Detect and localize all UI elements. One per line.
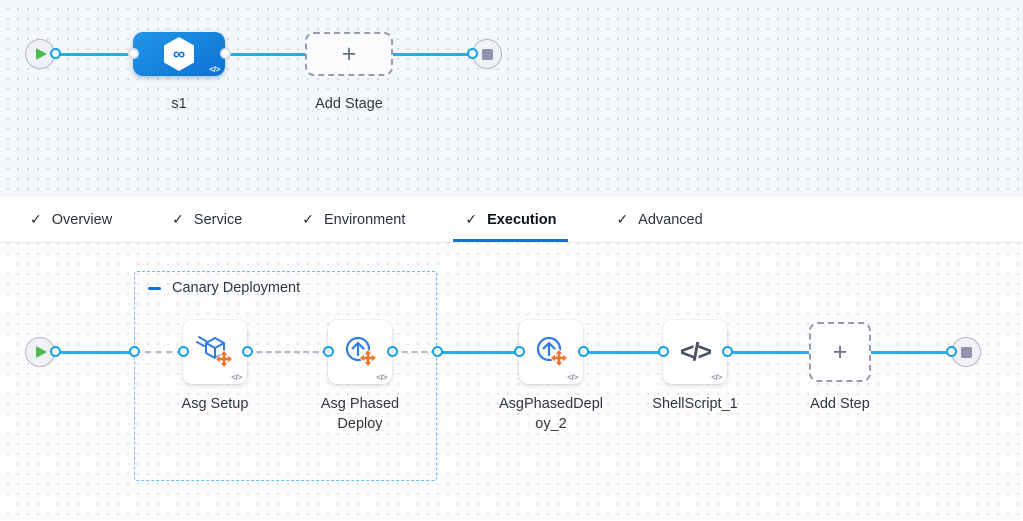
cd-stage-icon: ∞ bbox=[164, 37, 194, 71]
add-step-label: Add Step bbox=[810, 396, 870, 412]
connector-dot bbox=[722, 346, 733, 357]
check-icon: ✓ bbox=[616, 211, 629, 227]
stop-icon bbox=[960, 346, 972, 358]
connector-dot bbox=[467, 48, 478, 59]
add-step-button[interactable]: + bbox=[809, 322, 871, 382]
code-badge-icon[interactable]: </> bbox=[376, 372, 387, 382]
edge bbox=[134, 351, 183, 353]
edge bbox=[55, 351, 134, 354]
shell-script-icon: </> bbox=[679, 337, 712, 366]
edge bbox=[583, 351, 663, 354]
edge bbox=[437, 351, 519, 354]
step-label: Asg Phased Deploy bbox=[320, 396, 400, 432]
play-icon bbox=[36, 48, 47, 60]
step-card-asg-phased-deploy-2[interactable]: </> bbox=[519, 320, 583, 384]
connector-dot bbox=[432, 346, 443, 357]
asg-setup-icon bbox=[196, 336, 233, 368]
tab-label: Environment bbox=[324, 211, 406, 228]
group-label: Canary Deployment bbox=[172, 280, 301, 296]
connector-dot bbox=[946, 346, 957, 357]
tab-bar: ✓ Overview ✓ Service ✓ Environment ✓ Exe… bbox=[0, 197, 1023, 243]
tab-service[interactable]: ✓ Service bbox=[160, 197, 254, 242]
tab-environment[interactable]: ✓ Environment bbox=[290, 197, 417, 242]
connector-dot bbox=[128, 48, 139, 59]
code-badge-icon[interactable]: </> bbox=[711, 372, 722, 382]
edge bbox=[55, 53, 133, 56]
edge bbox=[225, 53, 305, 56]
code-badge-icon[interactable]: </> bbox=[567, 372, 578, 382]
connector-dot bbox=[387, 346, 398, 357]
step-card-asg-setup[interactable]: </> bbox=[183, 320, 247, 384]
stage-node-s1[interactable]: ∞ </> bbox=[133, 32, 225, 76]
execution-canvas: Canary Deployment </> Asg Setup bbox=[0, 243, 1023, 521]
check-icon: ✓ bbox=[30, 211, 42, 227]
plus-icon: + bbox=[832, 337, 848, 366]
check-icon: ✓ bbox=[465, 211, 478, 227]
connector-dot bbox=[220, 48, 231, 59]
asg-phased-deploy-icon bbox=[536, 336, 568, 367]
stage-canvas: ∞ </> s1 + Add Stage bbox=[0, 0, 1023, 197]
step-label: AsgPhasedDeploy_2 bbox=[499, 396, 603, 432]
svg-text:∞: ∞ bbox=[173, 45, 185, 64]
code-badge-icon[interactable]: </> bbox=[209, 64, 220, 74]
connector-dot bbox=[514, 346, 525, 357]
edge bbox=[392, 351, 437, 353]
tab-label: Execution bbox=[487, 211, 557, 228]
edge bbox=[727, 351, 809, 354]
connector-dot bbox=[578, 346, 589, 357]
tab-execution[interactable]: ✓ Execution bbox=[453, 197, 569, 242]
connector-dot bbox=[50, 48, 61, 59]
tab-label: Advanced bbox=[638, 211, 703, 228]
add-stage-label: Add Stage bbox=[315, 96, 383, 112]
code-badge-icon[interactable]: </> bbox=[231, 372, 242, 382]
connector-dot bbox=[129, 346, 140, 357]
edge bbox=[393, 53, 472, 56]
step-card-shellscript-1[interactable]: </> </> bbox=[663, 320, 727, 384]
step-label: ShellScript_1 bbox=[652, 396, 738, 412]
tab-advanced[interactable]: ✓ Advanced bbox=[604, 197, 714, 242]
check-icon: ✓ bbox=[302, 211, 314, 227]
step-label: Asg Setup bbox=[181, 396, 249, 412]
asg-phased-deploy-icon bbox=[345, 336, 377, 367]
tab-label: Service bbox=[193, 211, 243, 228]
step-card-asg-phased-deploy[interactable]: </> bbox=[328, 320, 392, 384]
add-stage-button[interactable]: + bbox=[305, 32, 393, 76]
edge bbox=[247, 351, 328, 353]
check-icon: ✓ bbox=[172, 211, 184, 227]
connector-dot bbox=[658, 346, 669, 357]
tab-overview[interactable]: ✓ Overview bbox=[18, 197, 124, 242]
connector-dot bbox=[323, 346, 334, 357]
collapse-group-icon[interactable] bbox=[148, 286, 161, 290]
play-icon bbox=[36, 346, 47, 358]
stage-label: s1 bbox=[171, 96, 187, 112]
stop-icon bbox=[481, 48, 493, 60]
step-group-canary: Canary Deployment bbox=[134, 271, 437, 481]
connector-dot bbox=[242, 346, 253, 357]
connector-dot bbox=[178, 346, 189, 357]
tab-label: Overview bbox=[51, 211, 113, 228]
connector-dot bbox=[50, 346, 61, 357]
plus-icon: + bbox=[341, 39, 357, 68]
edge bbox=[871, 351, 951, 354]
